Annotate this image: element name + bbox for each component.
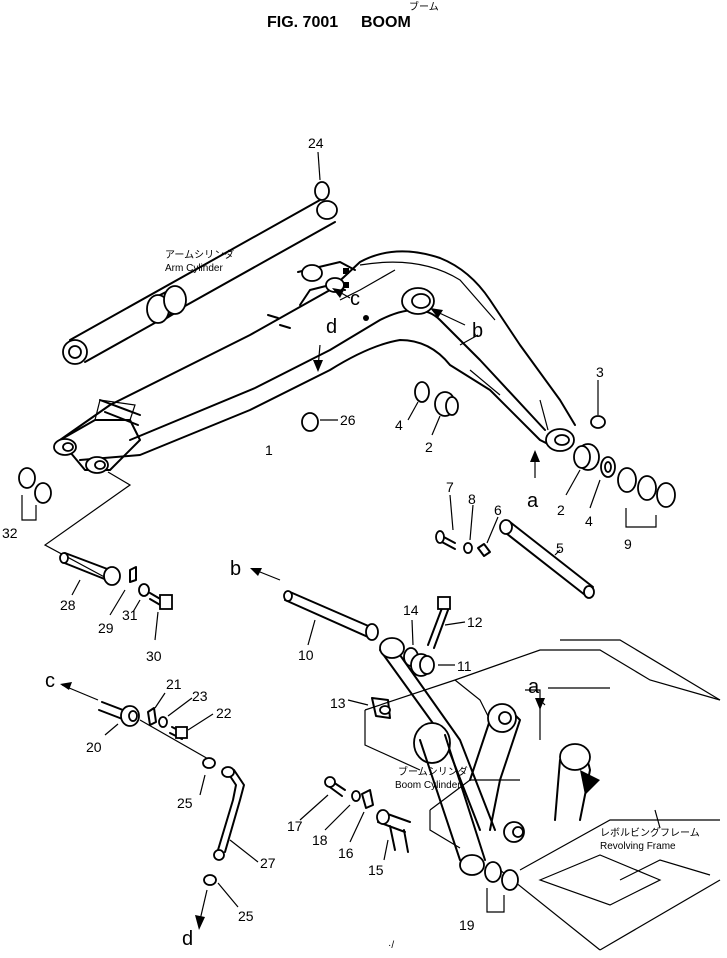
revolving-frame: レボルビングフレーム Revolving Frame: [364, 639, 721, 951]
callout-2-right: 2: [557, 502, 565, 518]
shim-9a: [617, 467, 637, 493]
callout-28: 28: [60, 597, 76, 613]
callout-17: 17: [287, 818, 303, 834]
callout-22: 22: [216, 705, 232, 721]
shim-9b: [637, 475, 657, 501]
callout-21: 21: [166, 676, 182, 692]
callout-25-upper: 25: [177, 795, 193, 811]
ref-letter-c-bottom: c: [45, 670, 55, 692]
callout-8: 8: [468, 491, 476, 507]
callout-32: 32: [2, 525, 18, 541]
callout-18: 18: [312, 832, 328, 848]
callout-24: 24: [308, 135, 324, 151]
seal-4-upper: [414, 381, 430, 403]
callout-20: 20: [86, 739, 102, 755]
ref-letter-a-top: a: [527, 490, 539, 512]
callout-2-upper: 2: [425, 439, 433, 455]
callout-11: 11: [457, 658, 472, 674]
boom-cylinder: ブームシリンダ Boom Cylinder: [379, 637, 496, 876]
title-jp: ブーム: [409, 0, 439, 13]
callout-9: 9: [624, 536, 632, 552]
ref-letter-b-bottom: b: [230, 558, 241, 580]
callout-1: 1: [265, 442, 273, 458]
boom-cylinder-label-jp: ブームシリンダ: [398, 765, 468, 778]
callout-19: 19: [459, 917, 475, 933]
callout-29: 29: [98, 620, 114, 636]
callout-23: 23: [192, 688, 208, 704]
grease-nipple-26: [301, 412, 319, 432]
ref-letter-d-bottom: d: [182, 928, 193, 950]
callout-26: 26: [340, 412, 356, 428]
callout-31: 31: [122, 607, 138, 623]
callout-14: 14: [403, 602, 419, 618]
ref-letter-c-top: c: [350, 288, 360, 310]
figure-title: BOOM: [361, 14, 411, 31]
arm-cylinder-label-en: Arm Cylinder: [165, 263, 223, 274]
callout-5: 5: [556, 540, 564, 556]
shim-9c: [656, 482, 676, 508]
arm-cylinder: アームシリンダ Arm Cylinder: [62, 199, 338, 365]
callout-4-right: 4: [585, 513, 593, 529]
callout-15: 15: [368, 862, 384, 878]
callout-16: 16: [338, 845, 354, 861]
callout-10: 10: [298, 647, 314, 663]
boom-cylinder-label-en: Boom Cylinder: [395, 780, 461, 791]
ref-letter-a-bottom: a: [528, 676, 540, 698]
revolving-frame-label-en: Revolving Frame: [600, 841, 676, 852]
figure-number: FIG. 7001: [267, 14, 338, 31]
washer-24: [314, 181, 330, 201]
boom-body: [53, 250, 576, 474]
callout-4-upper: 4: [395, 417, 403, 433]
callout-25-lower: 25: [238, 908, 254, 924]
callout-7: 7: [446, 479, 454, 495]
arm-cylinder-label-jp: アームシリンダ: [165, 248, 234, 261]
revolving-frame-label-jp: レボルビングフレーム: [600, 826, 700, 839]
callout-27: 27: [260, 855, 276, 871]
ref-letter-b-top: b: [472, 320, 483, 342]
callout-12: 12: [467, 614, 483, 630]
callout-3: 3: [596, 364, 604, 380]
callout-13: 13: [330, 695, 346, 711]
callout-30: 30: [146, 648, 162, 664]
ref-letter-d-top: d: [326, 316, 337, 338]
callout-6: 6: [494, 502, 502, 518]
stray-mark: ·/: [388, 940, 394, 951]
